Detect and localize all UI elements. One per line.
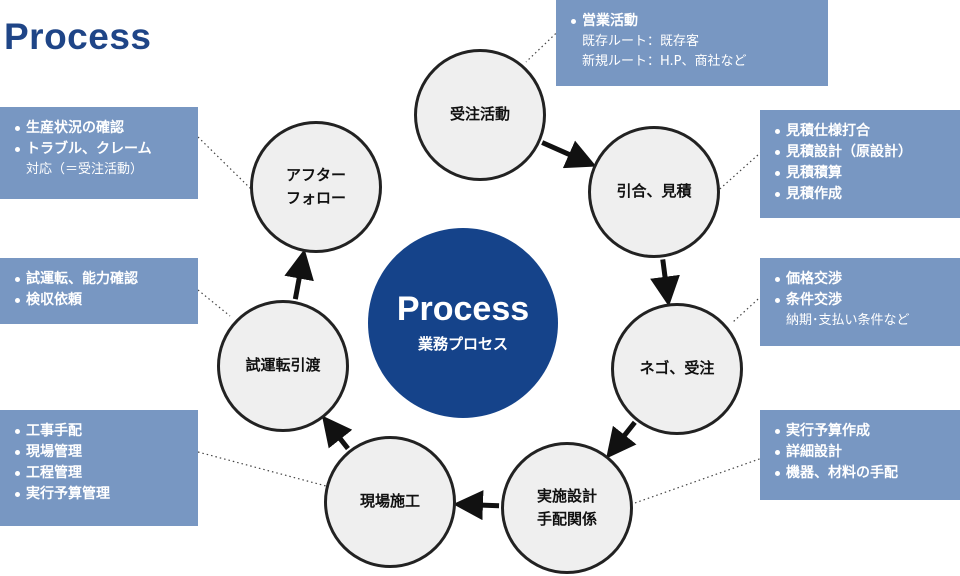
step-genba: 現場施工 — [324, 436, 456, 568]
note-item: 見積作成 — [774, 184, 950, 205]
note-item: 実行予算作成 — [774, 421, 950, 442]
step-hikiai: 引合、見積 — [588, 126, 720, 258]
step-label: フォロー — [285, 189, 346, 207]
step-label: 手配関係 — [536, 510, 597, 528]
center-circle: Process 業務プロセス — [368, 228, 558, 418]
leader-line-genba — [197, 451, 327, 487]
leader-line-shiun — [197, 289, 231, 317]
note-hikiai: 見積仕様打合見積設計（原設計）見積積算見積作成 — [760, 110, 960, 218]
leader-line-nego — [732, 289, 769, 323]
arrow-jisshi-to-genba — [452, 490, 500, 521]
step-after: アフターフォロー — [250, 121, 382, 253]
arrow-genba-to-shiun — [321, 415, 353, 451]
note-item: 価格交渉 — [774, 269, 950, 290]
note-item: 試運転、能力確認 — [14, 269, 188, 290]
note-item: 生産状況の確認 — [14, 118, 188, 139]
note-juchu: 営業活動既存ルート：既存客新規ルート：H.P、商社など — [556, 0, 828, 86]
note-jisshi: 実行予算作成詳細設計機器、材料の手配 — [760, 410, 960, 500]
note-item: 現場管理 — [14, 442, 188, 463]
note-nego: 価格交渉条件交渉納期･支払い条件など — [760, 258, 960, 346]
step-label: ネゴ、受注 — [639, 359, 715, 378]
note-item: 工事手配 — [14, 421, 188, 442]
note-subitem: 新規ルート：H.P、商社など — [582, 53, 747, 69]
note-item: 工程管理 — [14, 463, 188, 484]
note-item: 見積積算 — [774, 163, 950, 184]
leader-line-after — [197, 136, 253, 191]
step-label: 受注活動 — [449, 105, 510, 124]
step-nego: ネゴ、受注 — [611, 303, 743, 435]
note-subitem: 対応（＝受注活動） — [26, 162, 144, 177]
note-item: 営業活動 — [570, 11, 818, 32]
leader-line-juchu — [525, 17, 573, 63]
step-label: アフター — [285, 165, 346, 184]
step-shiun: 試運転引渡 — [217, 300, 349, 432]
note-item: 見積設計（原設計） — [774, 142, 950, 163]
note-item: 検収依頼 — [14, 290, 188, 311]
step-juchu: 受注活動 — [414, 49, 546, 181]
step-label: 実施設計 — [536, 486, 597, 505]
step-label: 引合、見積 — [616, 182, 692, 201]
note-subitem: 既存ルート：既存客 — [582, 34, 700, 49]
step-label: 現場施工 — [359, 492, 420, 511]
note-subitem: 納期･支払い条件など — [786, 313, 910, 328]
note-item: トラブル、クレーム — [14, 139, 188, 160]
arrow-hikiai-to-nego — [650, 259, 680, 307]
note-item: 条件交渉 — [774, 290, 950, 311]
step-label: 試運転引渡 — [245, 356, 321, 375]
leader-line-jisshi — [631, 455, 769, 505]
note-item: 詳細設計 — [774, 442, 950, 463]
arrow-juchu-to-hikiai — [541, 140, 597, 169]
step-jisshi: 実施設計手配関係 — [501, 442, 633, 574]
page-title: Process — [4, 16, 152, 57]
center-title: Process — [396, 290, 530, 328]
note-shiun: 試運転、能力確認検収依頼 — [0, 258, 198, 324]
note-item: 見積仕様打合 — [774, 121, 950, 142]
note-item: 実行予算管理 — [14, 484, 188, 505]
note-genba: 工事手配現場管理工程管理実行予算管理 — [0, 410, 198, 526]
note-after: 生産状況の確認トラブル、クレーム対応（＝受注活動） — [0, 107, 198, 199]
center-subtitle: 業務プロセス — [417, 335, 508, 353]
arrow-shiun-to-after — [284, 248, 314, 300]
note-item: 機器、材料の手配 — [774, 463, 950, 484]
arrow-nego-to-jisshi — [606, 420, 637, 459]
